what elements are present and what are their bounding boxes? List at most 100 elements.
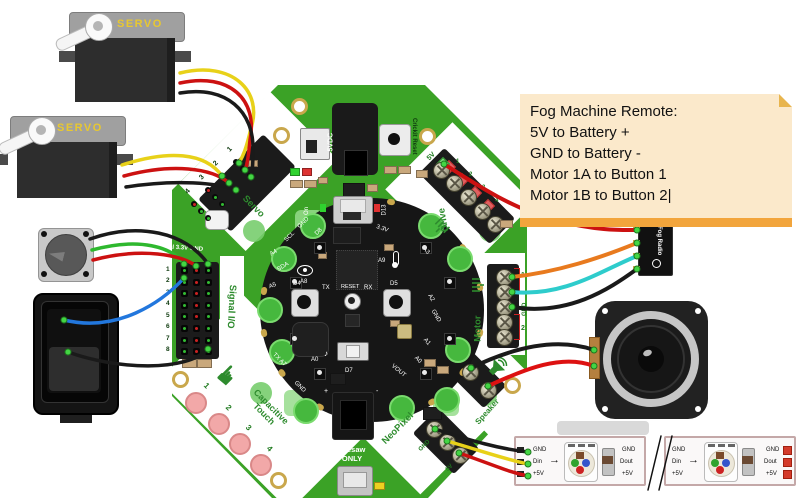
touch-pad: [185, 392, 207, 414]
cpx-usb-inner: [340, 199, 366, 213]
strip-led-pin: [588, 444, 595, 447]
servo-pin-dot: [220, 202, 224, 206]
neopixel-dot: [405, 449, 411, 455]
mounting-hole: [291, 98, 308, 115]
strip-gnd-in: GND: [533, 447, 547, 453]
servo-body: [17, 142, 117, 198]
cpx-neopixel-lens: [292, 335, 298, 341]
cpx-label-reset: RESET: [341, 284, 360, 290]
cpx-label-d4: D4: [293, 281, 301, 287]
sticky-note-fold: [779, 94, 792, 107]
signal-pin-dot: [206, 291, 210, 295]
cpx-main-chip: [336, 250, 378, 290]
pot-knob: [45, 234, 87, 276]
sticky-note-bar: [520, 218, 792, 227]
eye-icon-pupil: [303, 268, 307, 272]
cpx-d13-label: D13: [381, 204, 388, 216]
speaker-screw-hole: [695, 406, 701, 412]
servo-body-shade: [167, 38, 175, 102]
seesaw-usb-inner: [343, 472, 367, 488]
strip-led-brown: [716, 452, 724, 459]
servo-pin-hole: [226, 180, 232, 186]
signal-header[interactable]: [176, 262, 219, 359]
fog-radio-pin: [633, 227, 640, 232]
signal-row-label: 3: [166, 289, 170, 296]
jack-label: 5VDC: [327, 132, 335, 152]
cpx-button-d5[interactable]: [383, 289, 411, 317]
strip-5v-out: +5V: [622, 471, 633, 477]
signal-row-label: 2: [166, 277, 170, 284]
cpx-button-d4-cap: [297, 295, 311, 309]
sticky-note[interactable]: Fog Machine Remote: 5V to Battery + GND …: [520, 94, 792, 227]
strip-led-pin: [708, 444, 715, 447]
servo-pin-dot: [206, 188, 210, 192]
pot-screw: [83, 231, 89, 237]
cpx-reset-cap: [348, 297, 355, 304]
smd-component: [384, 166, 397, 174]
motor-band-label: Motor: [472, 315, 484, 342]
crickit-reset-button[interactable]: [379, 124, 411, 156]
cpx-d13-led: [374, 204, 380, 212]
drive-pin-label: 1: [456, 159, 460, 165]
terminal-screw: [425, 420, 443, 438]
signal-pin-dot: [182, 326, 186, 330]
strip-led-pin: [568, 444, 575, 447]
strip-connector-tab: [557, 421, 649, 435]
terminal-screw: [461, 363, 479, 381]
neopixel-dot: [393, 441, 403, 451]
servo-pin-hole: [233, 187, 239, 193]
servo-pin-hole: [240, 166, 246, 172]
servo-tab: [175, 51, 191, 62]
smd-component: [197, 359, 212, 368]
signal-pin-dot: [206, 280, 210, 284]
music-note-icon: ♪: [324, 349, 328, 358]
servo-body: [75, 38, 175, 102]
neopixel-strip-2[interactable]: GND Din +5V → GND Dout +5V: [664, 436, 796, 486]
neopixel-strip-1[interactable]: GND Din +5V → GND Dout +5V: [514, 436, 646, 486]
terminal-screw: [495, 328, 513, 346]
cpx-neopixel-lens: [422, 370, 428, 376]
note-line-text: Motor 1B to Button 2: [530, 187, 668, 204]
strip-red-pad: [783, 446, 792, 455]
cpx-ring-pad: [447, 246, 473, 272]
power-switch[interactable]: [300, 128, 330, 160]
signal-pin-dot: [206, 268, 210, 272]
drive-pin-label: 3: [482, 185, 486, 191]
cpx-label-tx: TX: [322, 285, 330, 291]
strip-gnd-out: GND: [766, 447, 780, 453]
strip-led-red: [716, 466, 724, 474]
smd-component: [318, 177, 328, 184]
pot-screw: [83, 271, 89, 277]
servo-horn-dot: [93, 21, 103, 31]
strip-led-pin: [578, 444, 585, 447]
sticky-note-text[interactable]: Fog Machine Remote: 5V to Battery + GND …: [530, 101, 678, 206]
cpx-ring-pad: [300, 213, 326, 239]
servo-label: SERVO: [117, 18, 163, 30]
thermometer-icon-bulb: [392, 262, 398, 268]
signal-pin-dot: [194, 280, 198, 284]
strip-red-pad: [783, 470, 792, 479]
signal-pin-dot: [206, 314, 210, 318]
neopixel-dot: [396, 453, 400, 457]
signal-pin-dot: [182, 314, 186, 318]
cpx-neopixel-lens: [316, 370, 322, 376]
servo-pin-hole: [247, 173, 253, 179]
cpx-label-a0: A0: [311, 357, 319, 363]
cpx-ring-pad: [293, 398, 319, 424]
strip-red-pad: [783, 458, 792, 467]
touch-pad: [229, 433, 251, 455]
signal-pin-dot: [194, 291, 198, 295]
smd-component: [343, 183, 365, 197]
motor-1-label: 1: [521, 272, 525, 279]
smd-component: [500, 220, 513, 228]
cpx-neopixel-lens: [446, 279, 452, 285]
cpx-gold-pad: [386, 198, 396, 206]
cpx-button-d4[interactable]: [291, 289, 319, 317]
terminal-screw: [459, 188, 477, 206]
motor-gnd-label: GND: [522, 302, 528, 316]
fog-radio-logo: [652, 259, 661, 268]
dc-jack-bore: [344, 150, 368, 176]
smd-component: [416, 170, 428, 178]
signal-row-label: 5: [166, 312, 170, 319]
cpx-ring-pad: [389, 395, 415, 421]
